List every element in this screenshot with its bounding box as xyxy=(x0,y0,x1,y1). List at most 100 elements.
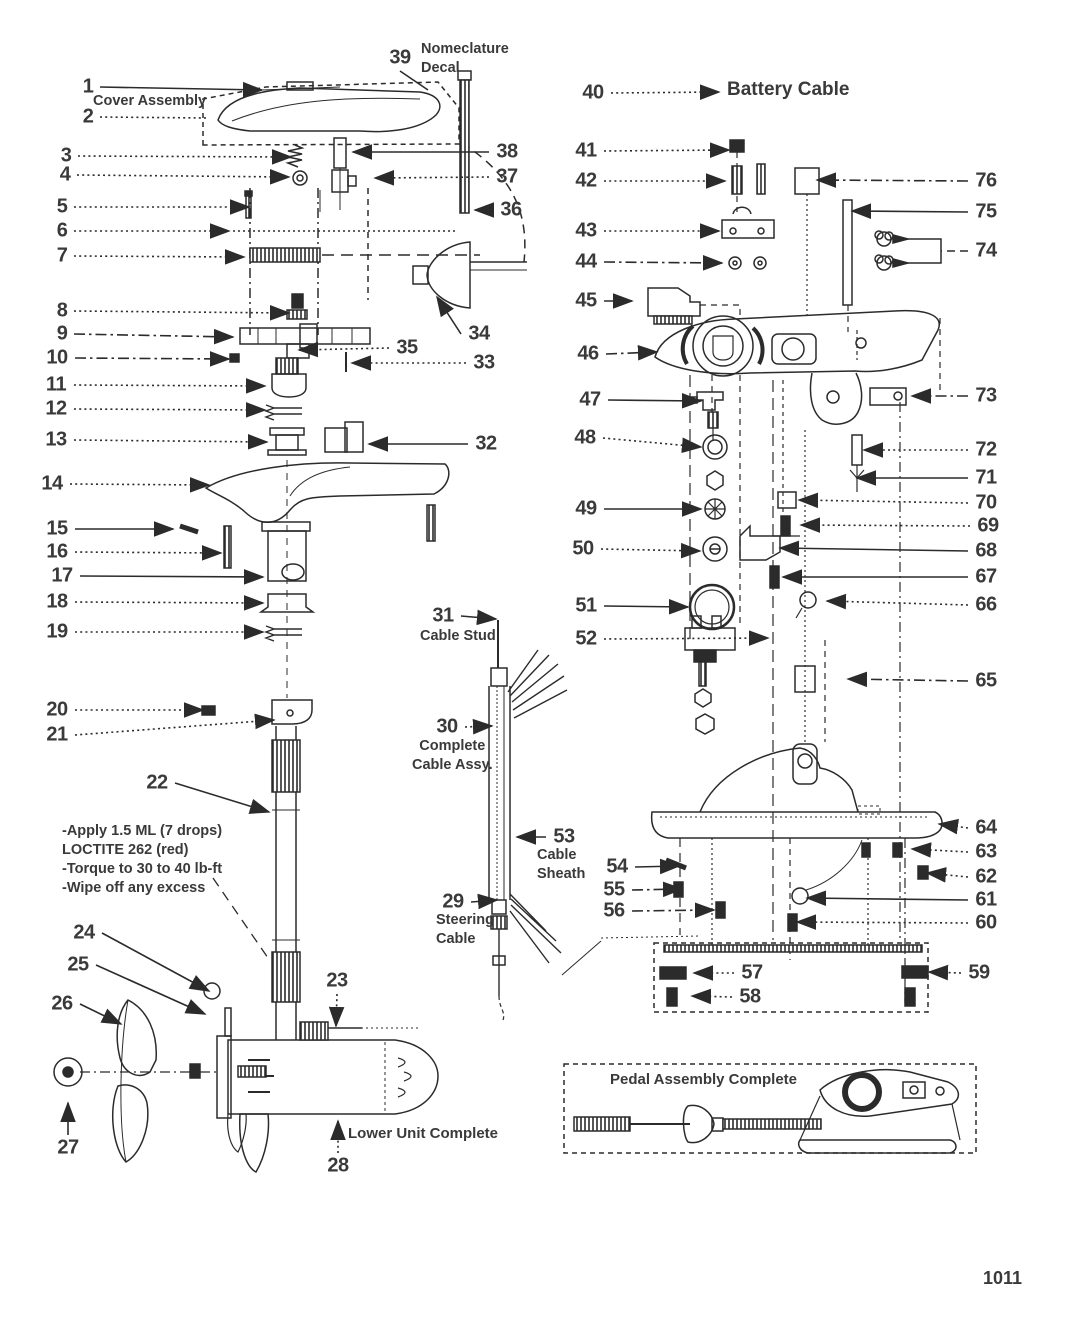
callout-11: 11 xyxy=(45,373,67,396)
callout-35: 35 xyxy=(396,336,418,359)
callout-line-7 xyxy=(73,249,246,265)
callout-line-37 xyxy=(373,170,490,186)
head-housing-drawing xyxy=(179,460,450,725)
callout-25: 25 xyxy=(67,953,89,976)
callout-29: 29 xyxy=(442,890,464,913)
callout-41: 41 xyxy=(575,139,597,162)
nomenclature-line2: Decal xyxy=(421,59,460,76)
steering-cable-line2: Cable xyxy=(436,930,476,947)
callout-44: 44 xyxy=(575,250,597,273)
callout-line-22 xyxy=(174,782,271,814)
callout-14: 14 xyxy=(41,472,63,495)
callout-18: 18 xyxy=(46,590,68,613)
callout-line-26 xyxy=(79,1003,123,1025)
callout-3: 3 xyxy=(60,144,72,167)
callout-line-60 xyxy=(795,914,969,930)
loctite-notes: -Apply 1.5 ML (7 drops) LOCTITE 262 (red)… xyxy=(62,822,222,898)
callout-26: 26 xyxy=(51,992,73,1015)
callout-68: 68 xyxy=(975,539,997,562)
fastener-box-drawing xyxy=(653,942,929,1013)
callout-line-8 xyxy=(73,305,291,321)
callout-60: 60 xyxy=(975,911,997,934)
callout-line-69 xyxy=(799,517,971,533)
callout-line-1 xyxy=(99,81,264,98)
lower-unit-label: Lower Unit Complete xyxy=(348,1125,499,1142)
callout-58: 58 xyxy=(739,985,761,1008)
callout-line-64 xyxy=(937,818,969,835)
callout-line-58 xyxy=(690,988,733,1005)
callout-71: 71 xyxy=(975,466,997,489)
callout-37: 37 xyxy=(496,165,518,188)
control-head-drawing xyxy=(654,309,940,425)
nomenclature-decal-label: Nomeclature Decal xyxy=(421,40,509,77)
callout-38: 38 xyxy=(496,140,518,163)
battery-cable-label: Battery Cable xyxy=(727,79,850,100)
callout-33: 33 xyxy=(473,351,495,374)
callout-line-34 xyxy=(436,295,462,335)
callout-65: 65 xyxy=(975,669,997,692)
callout-32: 32 xyxy=(475,432,497,455)
callout-31: 31 xyxy=(432,604,454,627)
cable-stud-label: Cable Stud xyxy=(420,628,496,644)
callout-45: 45 xyxy=(575,289,597,312)
note-line: -Apply 1.5 ML (7 drops) xyxy=(62,823,223,839)
callout-69: 69 xyxy=(977,514,999,537)
note-line: LOCTITE 262 (red) xyxy=(62,842,189,858)
callout-line-31 xyxy=(460,609,498,626)
callout-line-11 xyxy=(73,378,267,394)
callout-12: 12 xyxy=(45,397,67,420)
callout-50: 50 xyxy=(572,537,594,560)
callout-line-56 xyxy=(631,902,716,919)
callout-line-48 xyxy=(602,437,703,454)
callout-16: 16 xyxy=(46,540,68,563)
shaft-drawing xyxy=(212,726,420,1040)
callout-47: 47 xyxy=(579,388,601,411)
callout-52: 52 xyxy=(575,627,597,650)
callout-21: 21 xyxy=(46,723,68,746)
callout-53: 53 xyxy=(553,825,575,848)
callout-63: 63 xyxy=(975,840,997,863)
callout-line-12 xyxy=(73,402,267,418)
callout-line-44 xyxy=(603,255,724,271)
callout-line-55 xyxy=(631,881,684,898)
callout-line-4 xyxy=(76,169,291,185)
callout-74: 74 xyxy=(975,239,997,262)
callout-40: 40 xyxy=(582,81,604,104)
note-line: -Torque to 30 to 40 lb-ft xyxy=(62,861,223,877)
callout-line-39 xyxy=(399,70,429,91)
callout-1: 1 xyxy=(82,75,94,98)
callout-line-30 xyxy=(464,718,494,735)
callout-51: 51 xyxy=(575,594,597,617)
callout-6: 6 xyxy=(56,219,68,242)
callout-8: 8 xyxy=(56,299,68,322)
callout-9: 9 xyxy=(56,322,68,345)
cable-sheath-line1: Cable xyxy=(537,847,577,863)
steering-cable-label: Steering Cable xyxy=(436,911,494,948)
callout-line-50 xyxy=(600,542,702,559)
callout-39: 39 xyxy=(389,46,411,69)
callout-line-10 xyxy=(74,351,231,367)
callout-17: 17 xyxy=(51,564,73,587)
lower-unit-drawing xyxy=(53,982,439,1173)
callout-line-76 xyxy=(815,172,969,188)
callout-line-24 xyxy=(101,932,211,992)
callout-line-21 xyxy=(74,713,276,736)
decal-strip-drawing xyxy=(457,70,472,214)
steering-cable-line1: Steering xyxy=(436,912,495,928)
callout-line-68 xyxy=(778,540,969,557)
callout-55: 55 xyxy=(603,878,625,901)
left-construction-lines xyxy=(233,188,480,335)
callout-30: 30 xyxy=(436,715,458,738)
callout-61: 61 xyxy=(975,888,997,911)
callout-19: 19 xyxy=(46,620,68,643)
callout-4: 4 xyxy=(59,163,71,186)
callout-27: 27 xyxy=(57,1136,79,1159)
callout-line-46 xyxy=(605,344,659,361)
callout-line-9 xyxy=(73,328,235,345)
callout-line-18 xyxy=(74,595,265,611)
callout-43: 43 xyxy=(575,219,597,242)
cable-assembly-drawing xyxy=(488,620,701,1021)
callout-5: 5 xyxy=(56,195,68,218)
complete-cable-label: Complete Cable Assy. xyxy=(412,737,493,774)
callout-line-51 xyxy=(603,598,690,615)
